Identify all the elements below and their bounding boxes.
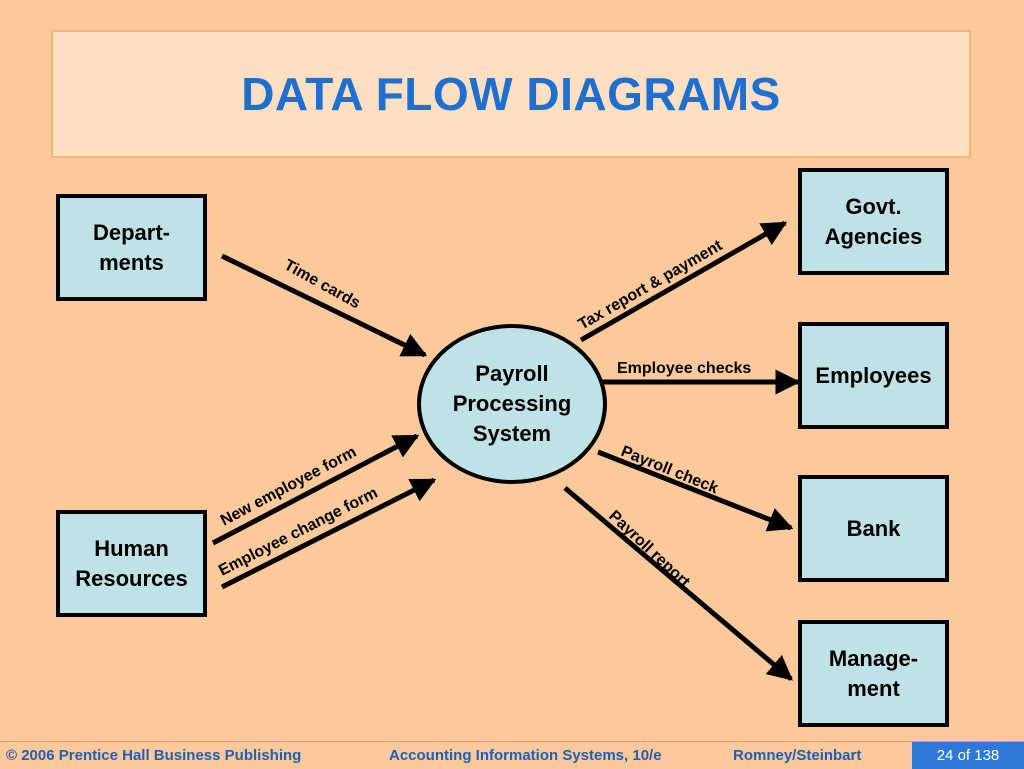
- page-number: 24 of 138: [936, 747, 1000, 764]
- process-payroll-processing-system: Payroll Processing System: [417, 324, 607, 484]
- flow-label-employee-checks: Employee checks: [617, 360, 751, 377]
- flow-arrow-employee-change-form: [220, 477, 437, 590]
- footer-bar: © 2006 Prentice Hall Business Publishing…: [0, 741, 1024, 769]
- flow-arrow-time-cards: [220, 253, 428, 358]
- title-panel: DATA FLOW DIAGRAMS: [51, 30, 971, 158]
- footer-book-title: Accounting Information Systems, 10/e: [389, 747, 662, 764]
- flow-arrow-payroll-report: [563, 486, 793, 681]
- flow-arrow-new-employee-form: [211, 433, 420, 546]
- flow-label-tax-report: Tax report & payment: [576, 237, 727, 334]
- flow-label-payroll-report: Payroll report: [605, 507, 693, 591]
- page-number-badge: 24 of 138: [912, 742, 1024, 769]
- entity-departments: Depart- ments: [56, 194, 207, 301]
- entity-employees: Employees: [798, 322, 949, 429]
- entity-govt-agencies: Govt. Agencies: [798, 168, 949, 275]
- footer-copyright: © 2006 Prentice Hall Business Publishing: [6, 747, 302, 764]
- flow-arrow-payroll-check: [597, 449, 794, 532]
- entity-management: Manage- ment: [798, 620, 949, 727]
- entity-bank: Bank: [798, 475, 949, 582]
- entity-human-resources: Human Resources: [56, 510, 207, 617]
- flow-arrow-tax-report: [579, 220, 788, 343]
- footer-authors: Romney/Steinbart: [733, 747, 862, 764]
- page-title: DATA FLOW DIAGRAMS: [241, 68, 781, 120]
- flow-label-payroll-check: Payroll check: [619, 443, 721, 497]
